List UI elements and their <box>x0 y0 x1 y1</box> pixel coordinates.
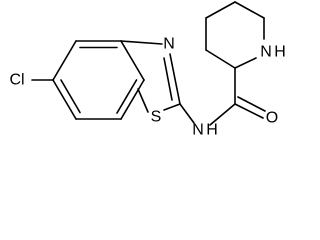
bond-carbonyl-o <box>234 103 264 119</box>
thiazole-nitrogen-label: N <box>163 36 175 53</box>
bond-c7a-c7-inner <box>116 79 138 114</box>
bond-c4p-c5p <box>205 1 236 19</box>
amide-nitrogen-label: N <box>192 122 204 139</box>
bond-c5p-c6p <box>234 1 265 19</box>
thiazole-ring <box>120 40 181 113</box>
piperidine-hydrogen-label: H <box>274 44 286 61</box>
amide-hydrogen-label: H <box>206 122 218 139</box>
molecule-drawing: Cl N S N H O N H <box>9 1 286 139</box>
piperidine-nitrogen-label: N <box>260 44 272 61</box>
structure-canvas: Cl N S N H O N H <box>9 1 286 139</box>
bond-s1-c7a <box>137 88 149 113</box>
amide-linkage <box>179 67 266 126</box>
bond-c2-nh <box>179 103 195 124</box>
bond-n3-c2-double <box>163 57 173 101</box>
sulfur-label: S <box>151 109 162 126</box>
bond-c7a-c7 <box>120 79 145 120</box>
benzene-ring <box>52 40 145 120</box>
oxygen-label: O <box>266 110 278 127</box>
bond-nh-carbonyl <box>209 103 236 126</box>
bond-c2-s1 <box>163 103 181 111</box>
bond-c5-c4 <box>52 40 77 81</box>
bond-n3-c2 <box>169 53 181 105</box>
bond-c2p-c3p <box>205 49 236 69</box>
piperidine-ring <box>205 1 265 69</box>
bond-c3a-c7a <box>120 40 145 81</box>
bond-c6-c5-inner <box>60 79 81 114</box>
chlorine-label: Cl <box>9 72 24 89</box>
bond-n1p-c2p <box>234 57 257 69</box>
bond-c6-c5 <box>52 79 77 120</box>
bond-c3a-n3 <box>120 40 163 45</box>
bond-carbonyl-o-double <box>237 96 266 112</box>
